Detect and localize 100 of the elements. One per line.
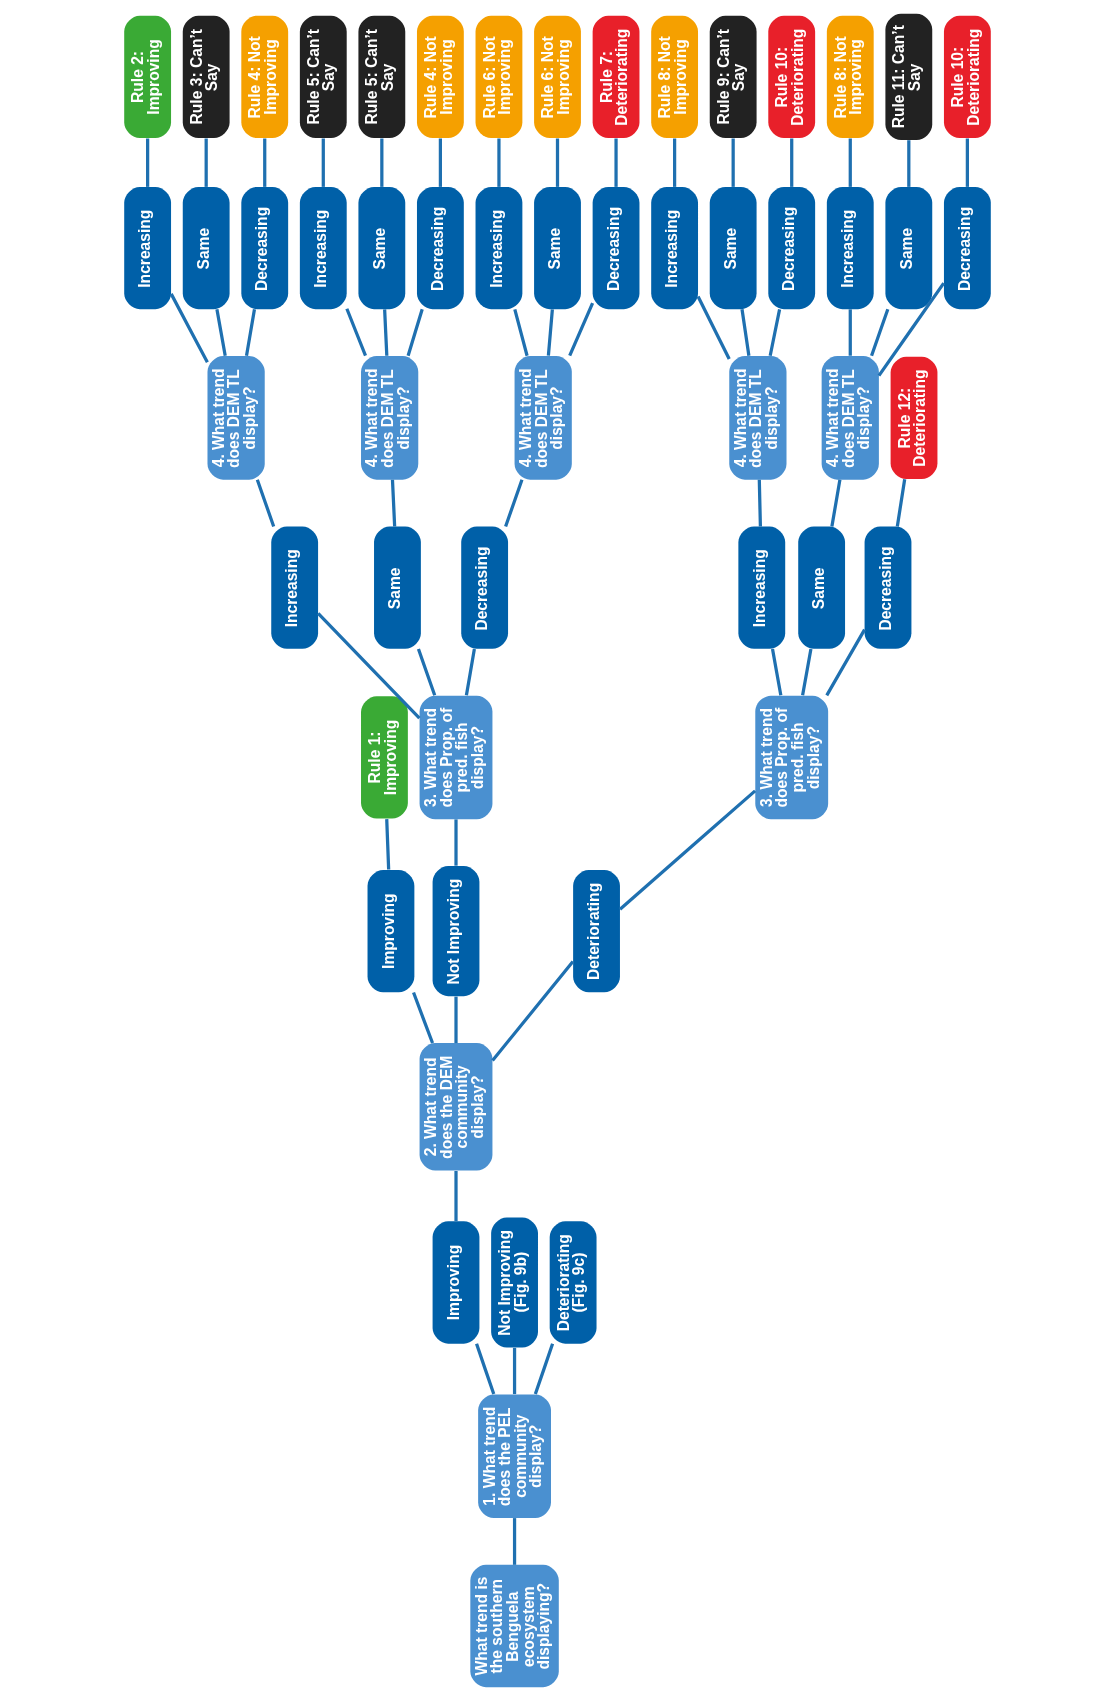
connector [824, 628, 866, 697]
connector [869, 308, 889, 357]
node-box: Decreasing [460, 526, 508, 649]
connector [567, 302, 594, 357]
connector [906, 140, 910, 187]
node-box: Rule 1: Improving [360, 696, 408, 819]
connector [379, 138, 383, 187]
connector [453, 1171, 458, 1222]
connector [512, 1518, 516, 1565]
connector [512, 1347, 516, 1395]
connector [848, 138, 852, 187]
connector [474, 1343, 495, 1395]
node-box: Same [884, 186, 932, 310]
connector [244, 309, 256, 356]
node-box: Same [709, 186, 757, 310]
connector [768, 309, 781, 357]
connector [262, 138, 266, 187]
node-box: 4. What trend does DEM TL display? [514, 356, 572, 480]
connector [438, 138, 442, 187]
node-box: Rule 12: Deteriorating [890, 356, 937, 479]
node-box: Rule 10: Deteriorating [943, 15, 991, 139]
node-box: Increasing [475, 186, 522, 310]
connector [453, 996, 458, 1044]
node-box: Increasing [270, 526, 318, 649]
connector [453, 819, 458, 866]
connector [829, 479, 841, 527]
node-box: 2. What trend does the DEM community display? [419, 1043, 492, 1171]
node-box: Increasing [650, 186, 698, 310]
node-box: 4. What trend does DEM TL display? [207, 356, 265, 480]
connector [344, 308, 367, 357]
node-box: Rule 9: Can’t Say [709, 15, 757, 139]
connector [770, 648, 782, 696]
connector [204, 138, 208, 187]
node-box: Rule 2: Improving [123, 15, 171, 139]
connector [757, 479, 762, 527]
node-box: Rule 6: Not Improving [475, 15, 522, 139]
connector [255, 479, 275, 527]
connector [406, 308, 424, 357]
node-box: Rule 4: Not Improving [416, 15, 464, 139]
connector [416, 648, 436, 696]
connector [411, 992, 434, 1044]
node-box: Same [373, 526, 421, 649]
connector [316, 612, 421, 720]
node-box: Improving [367, 870, 414, 993]
connector [546, 309, 554, 356]
node-box: Rule 3: Can’t Say [182, 15, 230, 139]
connector [877, 282, 945, 377]
connector [848, 309, 852, 356]
node-box: Rule 11: Can’t Say [884, 13, 932, 141]
node-box: Same [357, 186, 405, 310]
connector [490, 960, 574, 1062]
connector [321, 138, 325, 187]
node-box: Rule 6: Not Improving [533, 15, 581, 139]
connector [384, 819, 390, 870]
connector [382, 309, 388, 356]
connector [618, 789, 756, 911]
connector [496, 138, 501, 187]
node-box: Increasing [826, 186, 874, 310]
connector [739, 309, 750, 356]
node-box: Same [797, 526, 845, 649]
connector [895, 478, 906, 527]
node-box: Rule 7: Deteriorating [592, 15, 639, 139]
node-box: 3. What trend does Prop. of pred. fish display? [419, 695, 492, 820]
node-box: Decreasing [592, 186, 639, 310]
connector [145, 138, 149, 187]
node-box: Rule 5: Can’t Say [357, 15, 405, 139]
connector [169, 293, 209, 364]
node-box: Rule 8: Not Improving [826, 15, 874, 139]
node-box: Rule 8: Not Improving [650, 15, 698, 139]
node-box: Increasing [299, 186, 347, 310]
node-box: Rule 10: Deteriorating [767, 15, 815, 139]
connector [555, 138, 559, 187]
node-box: Not Improving [432, 866, 479, 997]
node-box: Decreasing [943, 186, 991, 310]
connector [464, 648, 476, 696]
node-box: Not Improving (Fig. 9b) [490, 1217, 538, 1348]
connector [731, 138, 735, 187]
connector [672, 138, 676, 187]
connector [214, 309, 227, 356]
node-box: Same [182, 186, 230, 310]
connector [965, 138, 969, 187]
node-box: Rule 4: Not Improving [240, 15, 288, 139]
connector [613, 138, 618, 187]
node-box: What trend is the southern Benguela ecosystem displaying? [469, 1564, 559, 1688]
connector [800, 648, 812, 696]
node-box: Decreasing [767, 186, 815, 310]
connector [512, 308, 529, 357]
node-box: Increasing [737, 526, 785, 649]
node-box: Improving [432, 1221, 479, 1344]
node-box: 4. What trend does DEM TL display? [728, 356, 786, 480]
connector [696, 295, 731, 360]
node-box: Deteriorating (Fig. 9c) [549, 1221, 597, 1344]
connector [503, 479, 523, 527]
node-box: 4. What trend does DEM TL display? [821, 356, 879, 480]
node-box: 1. What trend does the PEL community display? [477, 1394, 551, 1518]
node-box: Decreasing [416, 186, 464, 310]
node-box: Decreasing [864, 526, 911, 649]
node-box: Increasing [123, 186, 171, 310]
node-box: 3. What trend does Prop. of pred. fish display? [754, 695, 828, 820]
node-box: 4. What trend does DEM TL display? [360, 356, 418, 480]
